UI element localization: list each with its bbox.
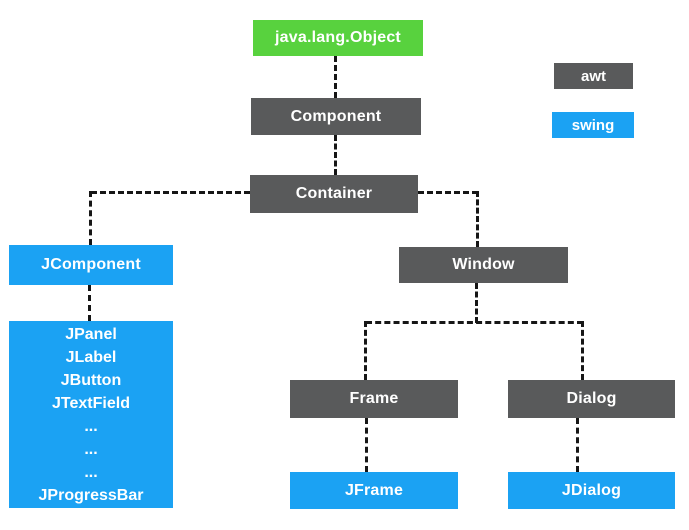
connector-component-container xyxy=(334,135,337,175)
connector-to-dialog xyxy=(581,321,584,380)
connector-container-jcomponent xyxy=(89,191,92,245)
node-dialog: Dialog xyxy=(508,380,675,418)
connector-container-window xyxy=(476,191,479,247)
connector-container-left-horizontal xyxy=(91,191,250,194)
node-window: Window xyxy=(399,247,568,283)
connector-dialog-jdialog xyxy=(576,418,579,472)
connector-container-right-horizontal xyxy=(418,191,478,194)
legend-awt: awt xyxy=(554,63,633,89)
connector-jcomponent-subclasses xyxy=(88,285,91,321)
subclass-line-ellipsis: ... xyxy=(84,417,98,435)
connector-window-children-horizontal xyxy=(366,321,583,324)
connector-to-frame xyxy=(364,321,367,380)
node-jframe: JFrame xyxy=(290,472,458,509)
node-jcomponent: JComponent xyxy=(9,245,173,285)
subclass-line: JProgressBar xyxy=(38,486,144,504)
connector-object-component xyxy=(334,56,337,98)
subclass-line: JLabel xyxy=(65,348,117,366)
node-java-lang-object: java.lang.Object xyxy=(253,20,423,56)
subclass-line: JPanel xyxy=(65,325,117,343)
legend-swing: swing xyxy=(552,112,634,138)
connector-window-stem xyxy=(475,283,478,323)
subclass-line-ellipsis: ... xyxy=(84,463,98,481)
node-container: Container xyxy=(250,175,418,213)
node-jdialog: JDialog xyxy=(508,472,675,509)
subclass-line-ellipsis: ... xyxy=(84,440,98,458)
node-component: Component xyxy=(251,98,421,135)
node-jcomponent-subclasses: JPanel JLabel JButton JTextField ... ...… xyxy=(9,321,173,508)
node-frame: Frame xyxy=(290,380,458,418)
subclass-line: JButton xyxy=(60,371,122,389)
subclass-line: JTextField xyxy=(52,394,130,412)
connector-frame-jframe xyxy=(365,418,368,472)
